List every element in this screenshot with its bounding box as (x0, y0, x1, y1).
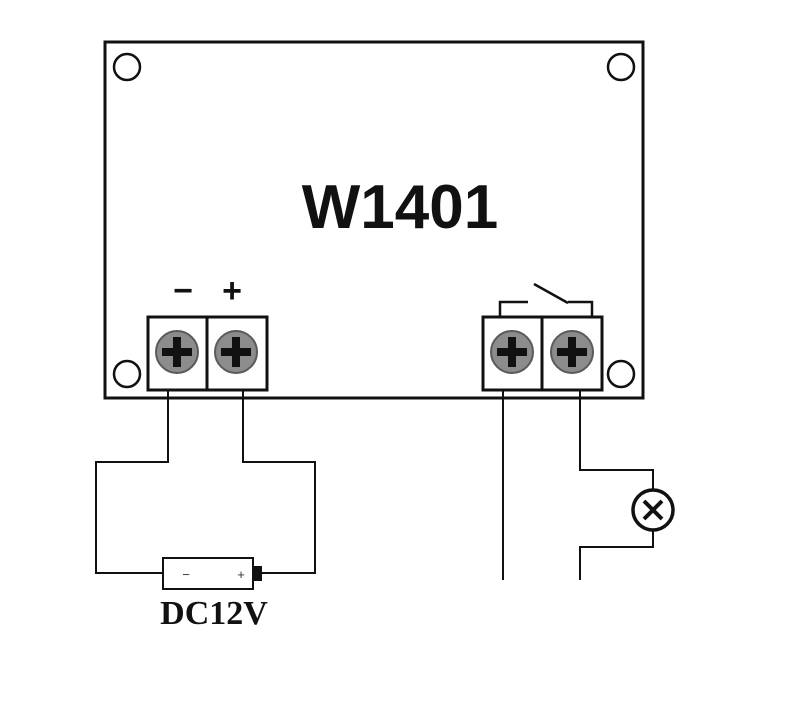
output-wire-from-load (579, 530, 654, 580)
screw-icon (155, 330, 199, 374)
battery-plus-sign: + (237, 567, 245, 582)
relay-terminal-block (481, 315, 604, 392)
lamp-icon (631, 488, 675, 532)
screw-icon (490, 330, 534, 374)
plus-label: + (222, 272, 242, 310)
mounting-hole-bottom-right (606, 359, 636, 389)
screw-icon (214, 330, 258, 374)
mounting-hole-top-left (112, 52, 142, 82)
output-wires (502, 390, 654, 580)
relay-switch-icon (498, 282, 594, 317)
minus-label: − (173, 272, 193, 310)
mounting-hole-top-right (606, 52, 636, 82)
screw-icon (550, 330, 594, 374)
model-label: W1401 (302, 173, 498, 242)
output-wire-to-load (579, 390, 654, 490)
battery-icon: − + (162, 557, 262, 590)
power-wires (95, 390, 316, 574)
voltage-label: DC12V (160, 595, 268, 632)
negative-wire (95, 390, 169, 574)
power-terminal-block (146, 315, 269, 392)
mounting-hole-bottom-left (112, 359, 142, 389)
positive-wire (242, 390, 316, 574)
battery-minus-sign: − (182, 567, 190, 582)
